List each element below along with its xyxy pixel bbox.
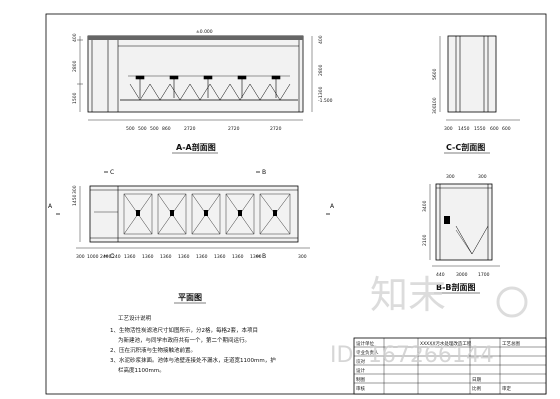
cc-bottom-dim-4: 600 <box>502 126 511 132</box>
bb-left-dim-1: 2100 <box>422 234 428 246</box>
bb-top-dim-1: 300 <box>478 174 487 180</box>
level-bottom-label: -1.500 <box>318 98 333 104</box>
design-notes: 工艺设计说明 1、生物活性炭滤池尺寸如图所示，分2格，每格2套，本项目 为新建池… <box>110 314 276 374</box>
bb-top-dim-0: 300 <box>446 174 455 180</box>
aa-bottom-dim-3: 860 <box>162 126 171 132</box>
plan-marker-c-top: C <box>110 169 114 176</box>
section-cc-title: C-C剖面图 <box>446 142 485 152</box>
tb-row-3: 制图 <box>356 376 365 383</box>
bb-bottom-dim-1: 3000 <box>456 272 468 278</box>
notes-line-3: 3、水泥砂浆抹面。池体与池壁连接处不漏水，走道宽1100mm，护 <box>110 356 276 364</box>
watermark: 知末 ID: 167266144 <box>330 273 528 368</box>
plan-left-dim-0: 1450 <box>72 194 78 206</box>
aa-bottom-dim-0: 500 <box>126 126 135 132</box>
notes-heading: 工艺设计说明 <box>118 314 152 322</box>
plan-bottom-dim-0: 300 <box>76 254 85 260</box>
section-cc: 5600 100 300 300 1450 1550 600 600 C-C剖面… <box>432 35 520 154</box>
plan-bottom-dim-9: 1360 <box>214 254 226 260</box>
notes-line-0: 1、生物活性炭滤池尺寸如图所示，分2格，每格2套，本项目 <box>110 326 258 334</box>
plan-bottom-dim-8: 1360 <box>196 254 208 260</box>
plan-bottom-dim-11: 1360 <box>250 254 262 260</box>
plan-marker-a-left: A <box>48 203 53 210</box>
aa-left-dim-1: 2800 <box>72 60 78 72</box>
aa-bottom-dim-4: 2720 <box>184 126 196 132</box>
plan-title: 平面图 <box>178 293 202 302</box>
section-bb-title: B-B剖面图 <box>436 282 476 292</box>
aa-right-dim-2: 1300 <box>318 86 324 98</box>
plan-marker-a-right: A <box>330 203 335 210</box>
notes-line-1: 为新建池，与同学市政府共有一个，第二个期间运行。 <box>118 336 250 344</box>
title-block: 设计单位 XXXXX污水处理改造工程 工艺总图 专业负责人 校对 设计 制图 审… <box>353 337 547 395</box>
plan-bottom-dim-6: 1360 <box>160 254 172 260</box>
aa-bottom-dim-6: 2720 <box>270 126 282 132</box>
section-bb: 3400 2100 300 300 440 3000 1700 B-B剖面图 <box>422 174 500 294</box>
plan-view: A A C C B B 1450 300 300 1000 2400 240 1… <box>48 169 335 304</box>
tb-date: 日期 <box>472 377 481 383</box>
watermark-id: ID: 167266144 <box>330 343 494 368</box>
tb-row-5: 审定 <box>502 385 511 392</box>
bb-bottom-dim-2: 1700 <box>478 272 490 278</box>
bb-bottom-dim-0: 440 <box>436 272 445 278</box>
cc-bottom-dim-3: 600 <box>490 126 499 132</box>
plan-bottom-dim-2: 2400 <box>100 254 112 260</box>
cc-bottom-dim-0: 300 <box>444 126 453 132</box>
notes-line-2: 2、压在沉积液与生物接触池前置。 <box>110 346 196 354</box>
watermark-brand: 知末 <box>370 273 446 317</box>
tb-project: XXXXX污水处理改造工程 <box>420 340 472 347</box>
section-aa: ±0.000 -1.500 400 2800 1500 400 2800 130… <box>72 29 333 154</box>
cc-bottom-dim-1: 1450 <box>458 126 470 132</box>
tb-scale: 比例 <box>472 385 481 392</box>
plan-marker-b-bottom: B <box>262 253 266 260</box>
level-top-label: ±0.000 <box>196 29 213 35</box>
sheet-border <box>45 13 547 395</box>
aa-bottom-dim-2: 500 <box>150 126 159 132</box>
plan-bottom-dim-1: 1000 <box>87 254 99 260</box>
cc-left-dim-0: 5600 <box>432 68 438 80</box>
plan-bottom-dim-4: 1360 <box>124 254 136 260</box>
section-aa-title: A-A剖面图 <box>176 142 216 152</box>
aa-bottom-dim-5: 2720 <box>228 126 240 132</box>
aa-left-dim-0: 400 <box>72 33 78 42</box>
plan-left-dim-1: 300 <box>72 185 78 194</box>
notes-line-4: 栏高度1100mm。 <box>118 366 165 374</box>
cc-left-dim-2: 300 <box>432 105 438 114</box>
plan-bottom-dim-3: 240 <box>112 254 121 260</box>
plan-marker-c-bottom: C <box>110 253 114 260</box>
tb-drawing: 工艺总图 <box>502 340 520 347</box>
cc-left-dim-1: 100 <box>432 97 438 106</box>
bb-left-dim-0: 3400 <box>422 200 428 212</box>
aa-right-dim-1: 2800 <box>318 64 324 76</box>
plan-marker-b-top: B <box>262 169 266 176</box>
tb-design-unit: 设计单位 <box>356 340 374 347</box>
tb-row-4: 审核 <box>356 385 365 392</box>
plan-bottom-dim-5: 1360 <box>142 254 154 260</box>
tb-row-1: 校对 <box>356 358 365 365</box>
tb-row-0: 专业负责人 <box>356 349 379 356</box>
cc-bottom-dim-2: 1550 <box>474 126 486 132</box>
plan-bottom-dim-7: 1360 <box>178 254 190 260</box>
plan-bottom-dim-10: 1360 <box>232 254 244 260</box>
aa-bottom-dim-1: 500 <box>138 126 147 132</box>
tb-row-2: 设计 <box>356 367 365 374</box>
aa-left-dim-2: 1500 <box>72 92 78 104</box>
plan-bottom-dim-12: 300 <box>298 254 307 260</box>
aa-right-dim-0: 400 <box>318 35 324 44</box>
